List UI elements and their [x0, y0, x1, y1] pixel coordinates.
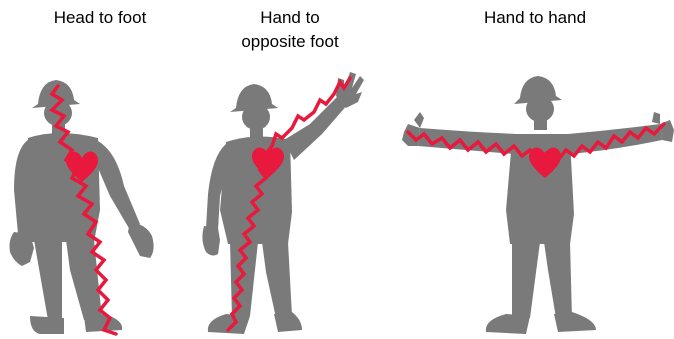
figure-hand-to-opposite-foot: [202, 72, 364, 334]
worker-silhouette-3: [402, 76, 674, 334]
figure-hand-to-hand: [402, 76, 674, 334]
figure-head-to-foot: [10, 80, 154, 334]
worker-silhouette-2: [202, 72, 364, 334]
worker-silhouette-1: [10, 80, 154, 334]
